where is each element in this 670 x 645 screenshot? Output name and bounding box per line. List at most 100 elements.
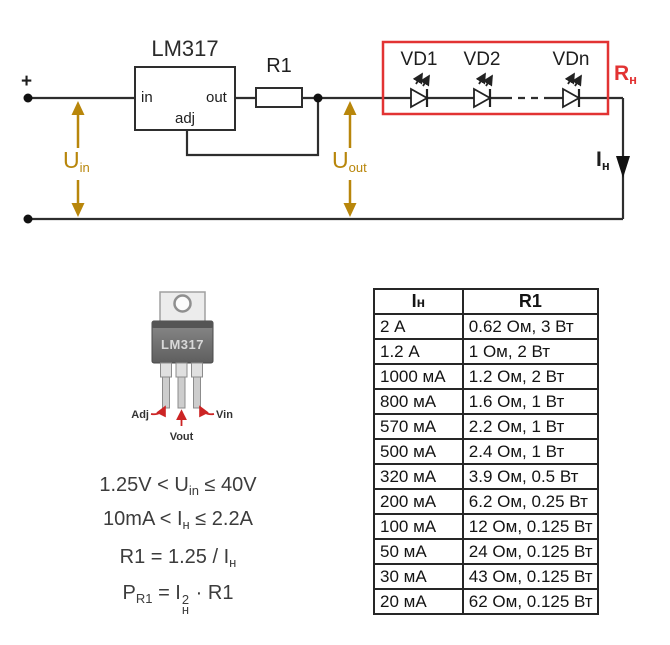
formula-power-p3: · R1	[190, 582, 234, 604]
cell-r1: 12 Ом, 0.125 Вт	[461, 513, 600, 540]
led-label-vd2: VD2	[463, 49, 501, 70]
junction-dots	[23, 93, 323, 224]
cell-current: 50 мА	[373, 538, 464, 565]
package-mounting-hole	[173, 294, 192, 313]
table-header-r1: R1	[461, 288, 600, 315]
table-header-row: Iн R1	[373, 288, 600, 315]
cell-current: 500 мА	[373, 438, 464, 465]
load-resistance-label: Rн	[614, 62, 638, 87]
cell-current: 2 А	[373, 313, 464, 340]
plus-terminal-label: +	[21, 71, 33, 92]
load-current-arrow	[616, 156, 630, 178]
cell-r1: 6.2 Ом, 0.25 Вт	[461, 488, 600, 515]
package-chip-label: LM317	[161, 337, 204, 352]
circuit-schematic	[23, 40, 630, 224]
formula-power-sup: 2	[181, 592, 190, 607]
pin-name-adj: Adj	[131, 409, 149, 421]
formula-current-range-p2: ≤ 2.2A	[189, 508, 253, 530]
formula-current-range-p1: 10mA < I	[103, 508, 183, 530]
formula-uin-range-p1: 1.25V < U	[99, 474, 189, 496]
cell-r1: 43 Ом, 0.125 Вт	[461, 563, 600, 590]
cell-current: 200 мА	[373, 488, 464, 515]
formula-uin-range-p2: ≤ 40V	[198, 474, 257, 496]
uin-arrow	[71, 101, 85, 217]
cell-current: 800 мА	[373, 388, 464, 415]
load-current-label: Iн	[596, 148, 610, 173]
formula-power-sub1: R1	[135, 591, 153, 606]
adj-pointer-arrow	[150, 405, 166, 418]
cell-current: 570 мА	[373, 413, 464, 440]
led-symbol-vd1	[410, 72, 430, 109]
cell-r1: 1 Ом, 2 Вт	[461, 338, 600, 365]
wires	[28, 96, 625, 221]
load-current-base: I	[596, 148, 602, 171]
cell-current: 100 мА	[373, 513, 464, 540]
cell-r1: 3.9 Ом, 0.5 Вт	[461, 463, 600, 490]
table-header-current: Iн	[373, 288, 464, 315]
pin-name-vin: Vin	[216, 409, 233, 421]
uout-label: Uout	[332, 147, 367, 175]
led-label-vd1: VD1	[400, 49, 438, 70]
cell-r1: 0.62 Ом, 3 Вт	[461, 313, 600, 340]
formula-power-p1: P	[122, 582, 136, 604]
led-group-outline	[381, 40, 610, 116]
cell-current: 320 мА	[373, 463, 464, 490]
vin-pointer-arrow	[199, 405, 215, 418]
to220-package: LM317 Adj Vout Vin	[131, 291, 233, 443]
regulator-box	[134, 66, 236, 131]
uin-base: U	[63, 147, 80, 173]
cell-r1: 1.2 Ом, 2 Вт	[461, 363, 600, 390]
formula-current-range: 10mA < Iн ≤ 2.2A	[28, 508, 328, 532]
uout-sub: out	[348, 160, 367, 175]
led-label-vdn: VDn	[552, 49, 590, 70]
uin-sub: in	[79, 160, 90, 175]
uout-arrow	[343, 101, 357, 217]
cell-r1: 2.4 Ом, 1 Вт	[461, 438, 600, 465]
cell-r1: 2.2 Ом, 1 Вт	[461, 413, 600, 440]
uout-base: U	[332, 147, 349, 173]
formula-power-p2: = I	[152, 582, 181, 604]
package-body-top-face	[152, 321, 213, 328]
header-current-sub: н	[416, 294, 426, 310]
adj-feedback-wire	[185, 100, 320, 157]
pin-pointer-arrows	[150, 405, 215, 426]
pin-label-adj: adj	[175, 110, 196, 127]
formula-r1-sub: н	[229, 555, 237, 570]
pin-label-in: in	[141, 89, 153, 106]
cell-current: 20 мА	[373, 588, 464, 615]
formula-r1: R1 = 1.25 / Iн	[28, 546, 328, 570]
cell-r1: 62 Ом, 0.125 Вт	[461, 588, 600, 615]
load-current-sub: н	[601, 158, 610, 173]
cell-current: 1.2 А	[373, 338, 464, 365]
formula-current-range-sub: н	[182, 517, 190, 532]
package-legs	[160, 362, 203, 409]
cell-current: 1000 мА	[373, 363, 464, 390]
formula-uin-range-sub: in	[188, 483, 199, 498]
load-resistance-sub: н	[629, 72, 638, 87]
uin-label: Uin	[63, 147, 90, 175]
pin-label-out: out	[206, 89, 227, 106]
resistor-symbol	[255, 87, 303, 108]
led-symbol-vdn	[562, 72, 582, 109]
regulator-title: LM317	[151, 36, 219, 61]
formula-power-sub2: н	[181, 602, 190, 617]
cell-current: 30 мА	[373, 563, 464, 590]
cell-r1: 1.6 Ом, 1 Вт	[461, 388, 600, 415]
formula-uin-range: 1.25V < Uin ≤ 40V	[28, 474, 328, 498]
load-resistance-base: R	[614, 62, 630, 85]
